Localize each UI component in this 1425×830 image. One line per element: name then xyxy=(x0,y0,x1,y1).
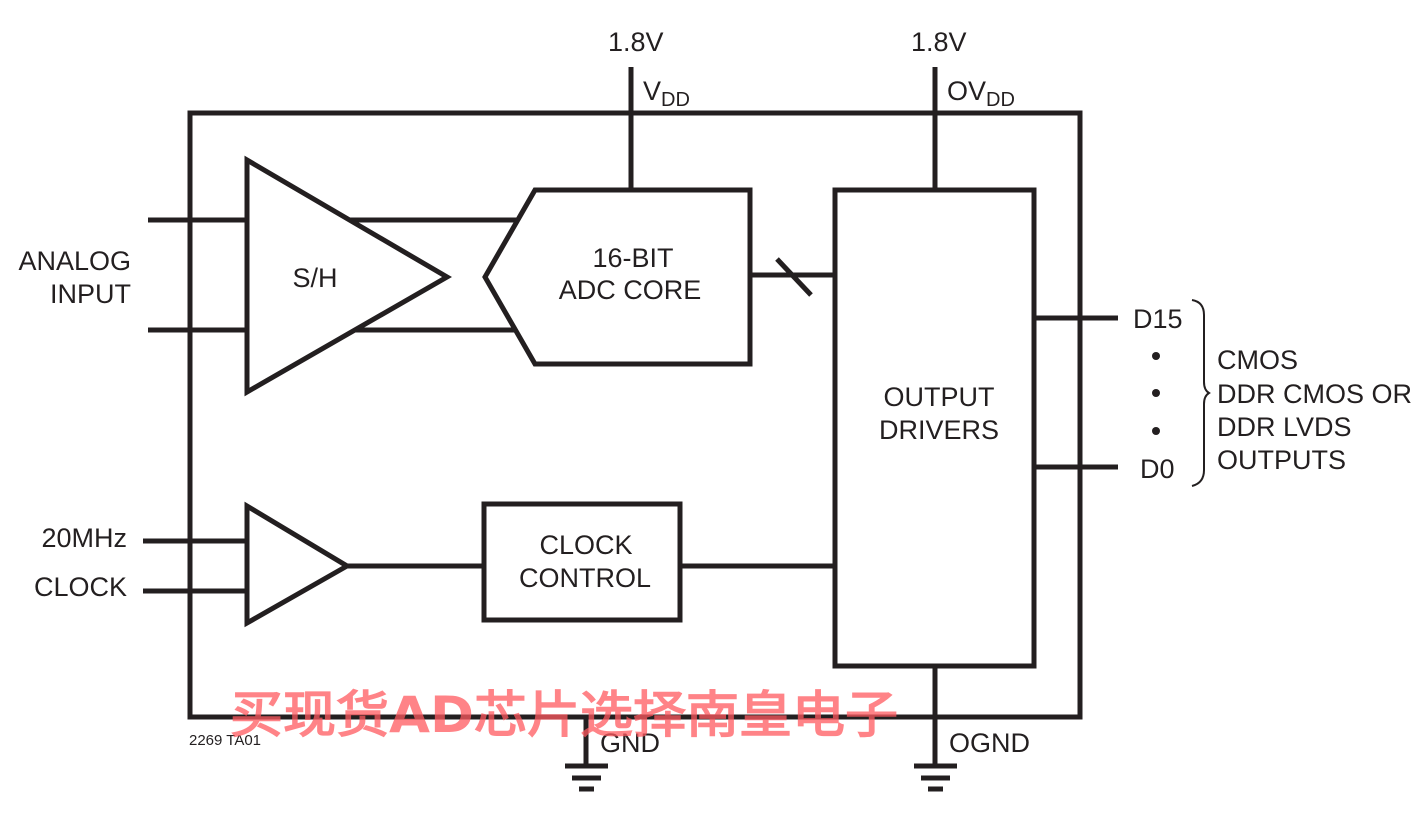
gnd-label: GND xyxy=(600,728,660,758)
output-drivers-rect xyxy=(832,187,1037,669)
output-type-line2: DDR CMOS OR xyxy=(1217,379,1412,409)
clock-label: CLOCK xyxy=(34,572,127,602)
clock-control-label-line1: CLOCK xyxy=(539,530,632,560)
vdd-voltage-label: 1.8V xyxy=(608,27,664,57)
chip-boundary xyxy=(187,110,1083,720)
clock-control-label-line2: CONTROL xyxy=(519,563,651,593)
curly-brace-icon xyxy=(1191,299,1211,487)
ground-symbol-icon xyxy=(914,763,957,792)
sample-hold-triangle xyxy=(244,155,452,397)
d15-label: D15 xyxy=(1133,304,1183,334)
output-type-line4: OUTPUTS xyxy=(1217,445,1346,475)
analog-input-label-line1: ANALOG xyxy=(18,246,131,276)
clock-buffer-triangle xyxy=(244,501,352,628)
sample-hold-amplifier: S/H xyxy=(244,155,452,397)
bus-slash-icon xyxy=(775,257,813,297)
digital-outputs: D15 D0 CMOS DDR CMOS OR DDR LVDS OUTPUTS xyxy=(1034,299,1412,487)
clock-input: 20MHz CLOCK xyxy=(34,523,247,602)
ellipsis-dot xyxy=(1152,389,1160,397)
ovdd-pin-label: OVDD xyxy=(947,76,1015,111)
ognd: OGND xyxy=(914,728,1030,792)
ground-symbol-icon xyxy=(565,763,608,792)
analog-input: ANALOG INPUT xyxy=(18,217,247,333)
output-drivers-block: OUTPUT DRIVERS xyxy=(832,187,1037,669)
vdd-subscript: DD xyxy=(661,89,690,111)
vdd-supply: 1.8V VDD xyxy=(608,27,690,188)
ovdd-voltage-label: 1.8V xyxy=(911,27,967,57)
ellipsis-dot xyxy=(1152,427,1160,435)
ovdd-subscript: DD xyxy=(986,89,1015,111)
gnd: GND xyxy=(565,717,660,792)
output-type-line1: CMOS xyxy=(1217,345,1298,375)
adc-core-block: 16-BIT ADC CORE xyxy=(482,187,753,367)
adc-core-label-line2: ADC CORE xyxy=(559,275,702,305)
ovdd-supply: 1.8V OVDD xyxy=(911,27,1015,188)
figure-id-label: 2269 TA01 xyxy=(189,732,261,749)
ovdd-name: OV xyxy=(947,76,986,106)
vdd-name: V xyxy=(643,76,661,106)
clock-frequency-label: 20MHz xyxy=(41,523,127,553)
clock-control-block: CLOCK CONTROL xyxy=(481,501,683,623)
sample-hold-label: S/H xyxy=(292,263,337,293)
adc-core-shape xyxy=(482,187,753,367)
ognd-label: OGND xyxy=(949,728,1030,758)
vdd-pin-label: VDD xyxy=(643,76,690,111)
d0-label: D0 xyxy=(1140,454,1175,484)
output-drivers-label-line1: OUTPUT xyxy=(884,382,995,412)
ellipsis-dot xyxy=(1152,352,1160,360)
analog-input-label-line2: INPUT xyxy=(50,279,131,309)
adc-core-label-line1: 16-BIT xyxy=(592,243,673,273)
output-drivers-label-line2: DRIVERS xyxy=(879,415,999,445)
watermark-text: 买现货AD芯片选择南皇电子 xyxy=(230,686,898,744)
clock-control-rect xyxy=(481,501,683,623)
output-type-line3: DDR LVDS xyxy=(1217,412,1352,442)
